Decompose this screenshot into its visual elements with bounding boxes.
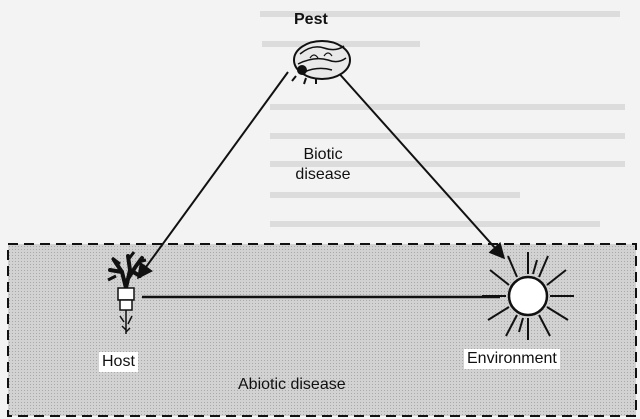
biotic-label-line1: Biotic [268, 145, 378, 165]
bug-icon [292, 41, 350, 84]
host-label: Host [99, 352, 138, 372]
biotic-label-line2: disease [268, 165, 378, 185]
abiotic-disease-label: Abiotic disease [238, 375, 346, 395]
pest-label: Pest [294, 10, 328, 30]
biotic-disease-label: Biotic disease [268, 145, 378, 185]
environment-label: Environment [464, 349, 560, 369]
